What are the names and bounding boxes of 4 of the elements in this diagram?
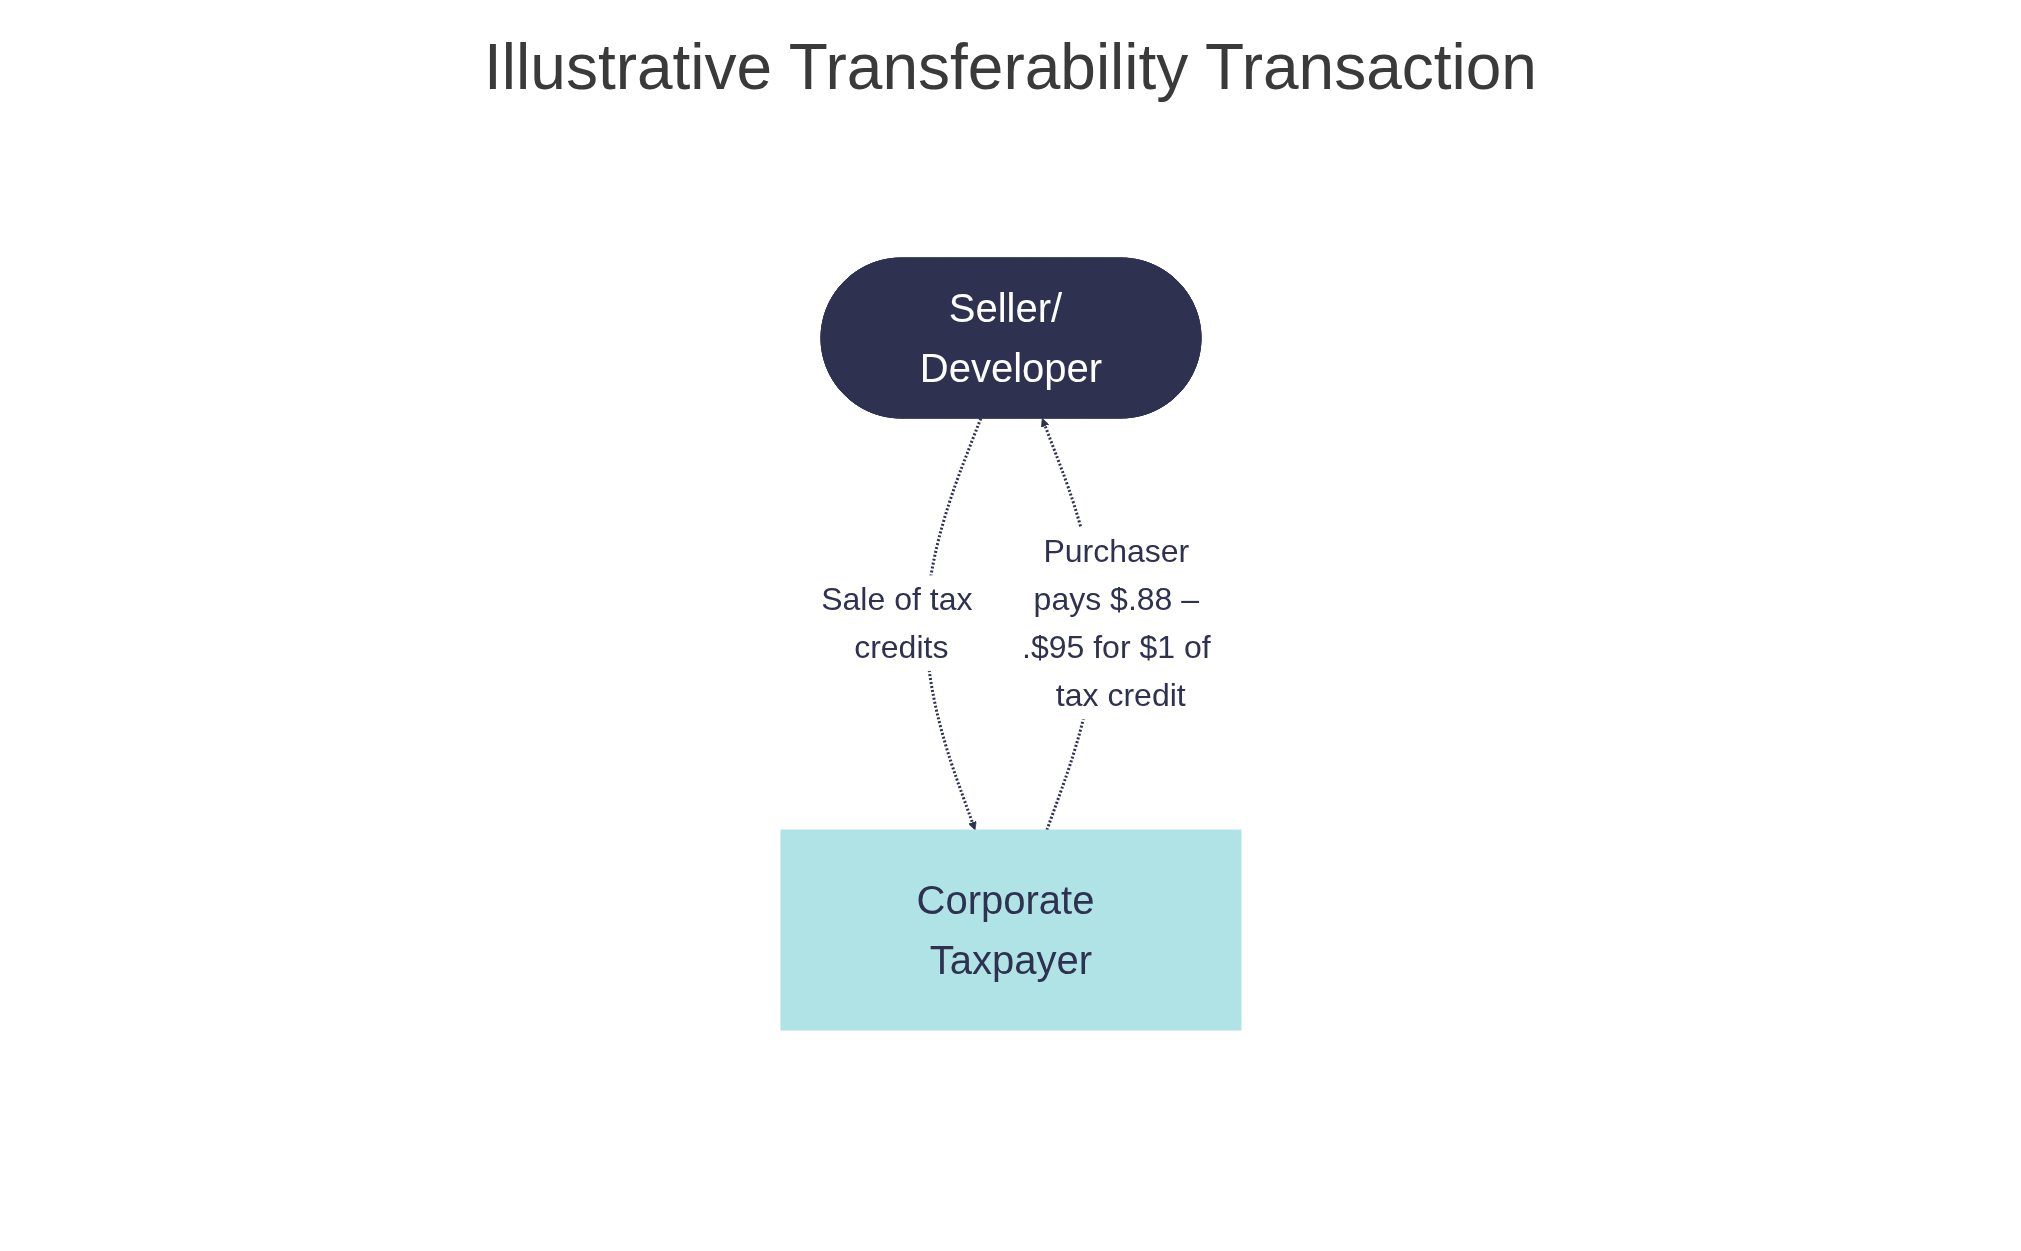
edge-label: Purchaser pays $.88 – .$95 for $1 of tax credit [1021,533,1211,714]
diagram-title: Illustrative Transferability Transaction [483,30,1538,104]
node-box: Corporate Taxpayer [780,829,1241,1031]
edge-label: Sale of tax credits [820,581,972,666]
